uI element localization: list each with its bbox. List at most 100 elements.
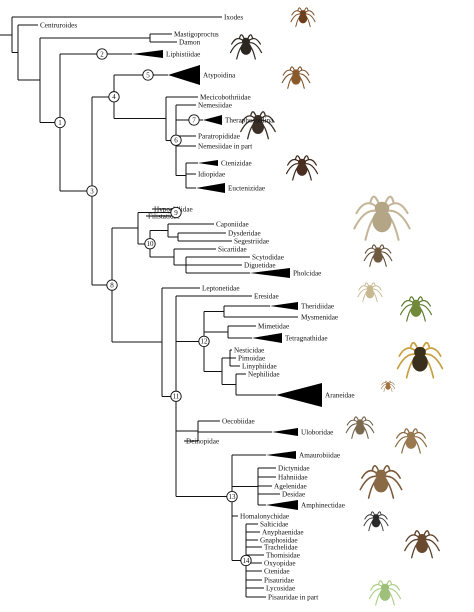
taxon-label-caponiidae: Caponiidae: [216, 220, 249, 228]
node-marker-5: [142, 69, 154, 81]
taxon-label-linyphiidae: Linyphiidae: [242, 362, 277, 370]
taxon-label-dysderidae: Dysderidae: [228, 229, 261, 237]
taxon-label-mysmenidae: Mysmenidae: [301, 313, 338, 321]
taxon-label-dictynidae: Dictynidae: [278, 464, 310, 472]
taxon-label-araneidae: Araneidae: [325, 391, 355, 399]
node-marker-11: [170, 390, 182, 402]
taxon-label-idiopidae: Idiopidae: [198, 170, 225, 178]
node-marker-10: [144, 238, 156, 250]
taxon-label-pisauridae_part: Pisauridae in part: [268, 593, 318, 601]
node-marker-12: [198, 335, 210, 348]
green-spider-photo: [399, 296, 433, 322]
taxon-label-deinopidae: Deinopidae: [186, 437, 219, 445]
node-marker-3: [86, 185, 98, 197]
node-number-10: 10: [147, 240, 155, 248]
taxon-label-mecicobothriidae: Mecicobothriidae: [200, 93, 251, 101]
jumping-photo: [363, 511, 389, 532]
taxon-label-paratropididae: Paratropididae: [198, 132, 240, 140]
taxon-label-sicariidae: Sicariidae: [218, 245, 247, 253]
taxon-label-salticidae: Salticidae: [260, 520, 288, 528]
taxon-label-nesticidae: Nesticidae: [234, 346, 264, 354]
clade-triangle-ctenizidae: [198, 160, 218, 166]
clade-triangle-pholcidae: [250, 268, 290, 278]
node-marker-6: [170, 134, 182, 146]
clade-triangle-amphinectidae: [266, 500, 298, 510]
taxon-label-mimetidae: Mimetidae: [258, 322, 289, 330]
taxon-label-nemesiidae: Nemesiidae: [198, 101, 232, 109]
taxon-label-thomisidae: Thomisidae: [266, 551, 300, 559]
taxon-label-liphistiidae: Liphistiidae: [166, 50, 200, 58]
node-marker-4: [108, 91, 120, 103]
scorpion-photo: [290, 7, 316, 28]
taxon-label-euctenizidae: Euctenizidae: [228, 184, 265, 192]
taxon-label-amphinectidae: Amphinectidae: [301, 501, 345, 509]
taxon-label-uloboridae: Uloboridae: [301, 428, 333, 436]
node-marker-7: [188, 114, 200, 126]
node-number-7: 7: [192, 116, 196, 124]
taxon-label-leptonetidae: Leptonetidae: [202, 284, 240, 292]
node-marker-1: [54, 116, 66, 129]
clade-triangle-tetragnathidae: [252, 333, 282, 343]
taxon-label-scytodidae: Scytodidae: [252, 253, 284, 261]
tree-branches: [0, 16, 280, 598]
node-marker-13: [226, 490, 238, 503]
clade-triangle-amaurobiidae: [266, 451, 296, 459]
taxon-label-centruroides: Centruroides: [40, 21, 77, 29]
node-number-6: 6: [174, 137, 178, 145]
tarantula-photo: [240, 111, 276, 140]
taxon-label-pisauridae: Pisauridae: [264, 576, 294, 584]
atypoid-photo: [281, 66, 311, 89]
taxon-label-homalonychidae: Homalonychidae: [240, 512, 289, 520]
taxon-label-lycosidae: Lycosidae: [266, 584, 295, 592]
orb-weaver-photo: [396, 341, 444, 379]
taxon-label-oecobiidae: Oecobiidae: [222, 417, 255, 425]
crab-photo: [345, 416, 375, 439]
whip-spider-photo: [229, 34, 263, 60]
huntsman-photo: [394, 428, 428, 454]
node-marker-9: [170, 206, 182, 219]
taxon-label-theridiidae: Theridiidae: [301, 302, 334, 310]
taxon-label-pimoidae: Pimoidae: [238, 354, 265, 362]
trapdoor-photo: [285, 155, 319, 181]
taxon-label-tetragnathidae: Tetragnathidae: [285, 334, 328, 342]
taxon-label-ixodes: Ixodes: [224, 13, 243, 21]
clade-triangle-theridiidae: [270, 302, 298, 310]
clade-triangle-euctenizidae: [196, 183, 225, 193]
lynx-photo: [404, 530, 440, 559]
taxon-label-nemesiidae_part: Nemesiidae in part: [198, 142, 252, 150]
harvestman-photo: [353, 195, 411, 241]
node-marker-8: [106, 279, 118, 291]
node-number-11: 11: [173, 393, 180, 401]
taxon-label-atypoidina: Atypoidina: [203, 71, 236, 79]
node-number-5: 5: [146, 71, 150, 79]
taxon-label-agelenidae: Agelenidae: [274, 482, 307, 490]
green-lynx-photo: [368, 580, 402, 606]
collapsed-clades: [132, 50, 322, 510]
node-number-4: 4: [112, 93, 116, 101]
taxon-labels: IxodesCentruroidesMastigoproctusDamonLip…: [40, 13, 355, 601]
taxon-label-ctenidae: Ctenidae: [264, 567, 290, 575]
clade-triangle-araneidae: [276, 383, 322, 407]
taxon-label-amaurobiidae: Amaurobiidae: [299, 451, 340, 459]
node-number-2: 2: [100, 50, 104, 58]
clade-triangle-theraphosoidina: [203, 115, 222, 125]
node-marker-14: [240, 554, 252, 567]
funnel-web-photo: [359, 464, 403, 499]
taxon-label-filistatidae: Filistatidae: [148, 212, 180, 220]
clade-triangle-liphistiidae: [132, 50, 163, 58]
taxon-label-damon: Damon: [179, 38, 201, 46]
taxon-label-eresidae: Eresidae: [254, 292, 279, 300]
taxon-label-ctenizidae: Ctenizidae: [221, 159, 252, 167]
wolf-photo: [363, 244, 393, 267]
taxon-label-anyphaenidae: Anyphaenidae: [262, 528, 304, 536]
tiny-spider-photo: [380, 380, 396, 392]
taxon-label-pholcidae: Pholcidae: [293, 269, 321, 277]
node-number-1: 1: [58, 119, 62, 127]
taxon-label-diguetidae: Diguetidae: [244, 261, 276, 269]
node-number-8: 8: [110, 281, 114, 289]
node-number-14: 14: [243, 557, 251, 565]
node-number-9: 9: [174, 209, 178, 217]
taxon-label-desidae: Desidae: [282, 490, 305, 498]
taxon-label-hahniidae: Hahniidae: [278, 473, 308, 481]
